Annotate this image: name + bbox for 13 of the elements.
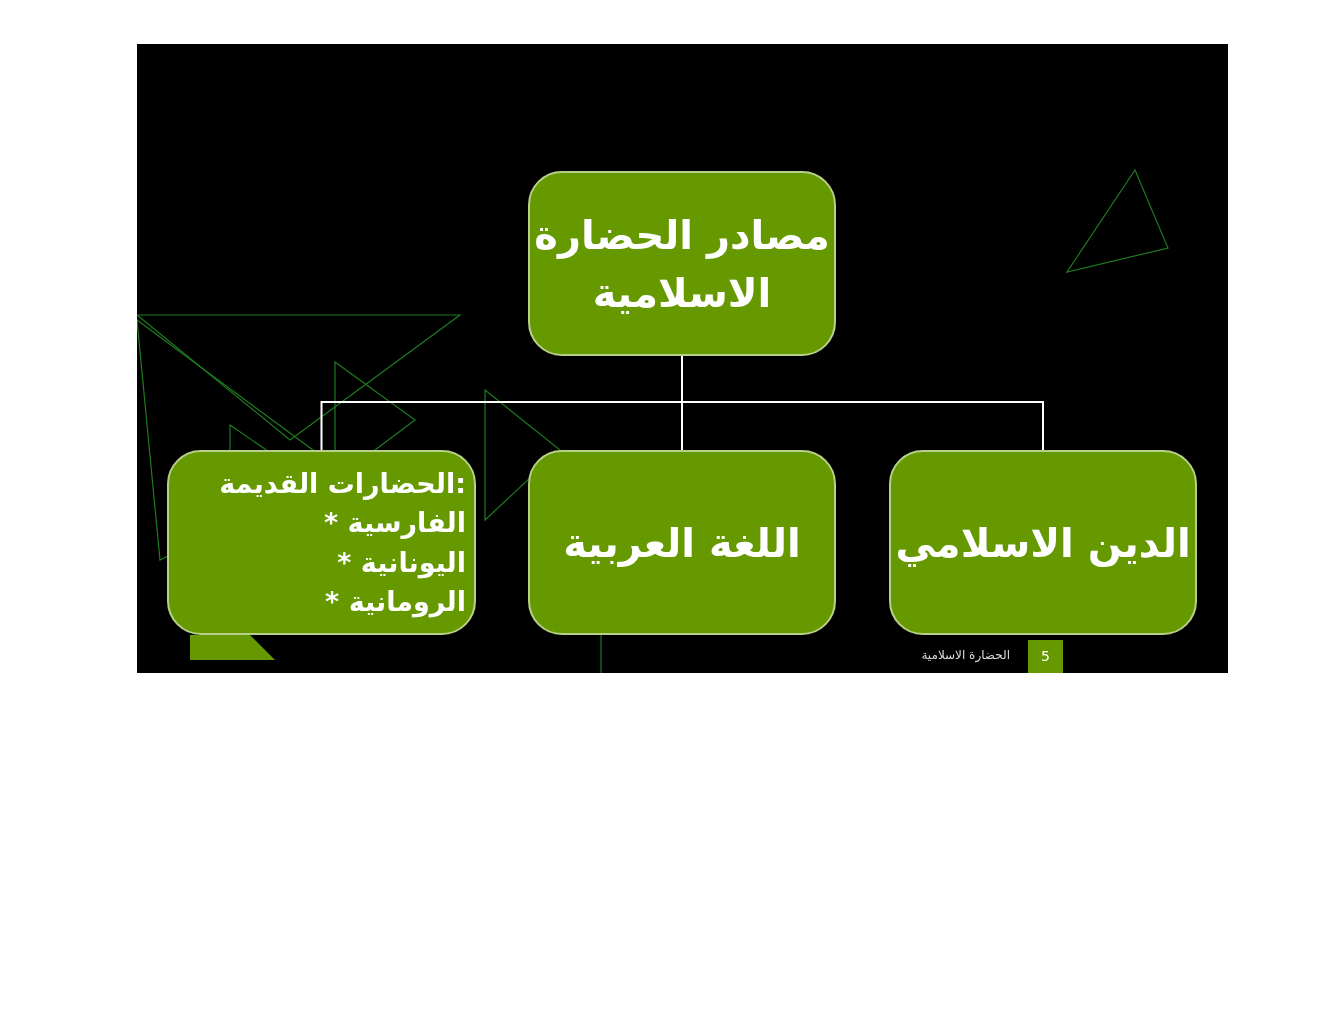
page-number: 5 [1028, 640, 1063, 673]
box-text: مصادر الحضارة الاسلامية [533, 210, 831, 318]
box-text: اللغة العربية [563, 518, 801, 569]
process-box [528, 171, 836, 356]
box-text: :الحضارات القديمة [219, 467, 466, 502]
process-box [167, 450, 476, 635]
box-text: الفارسية * [324, 506, 466, 541]
box-text: الدين الاسلامي [895, 518, 1191, 569]
process-box [889, 450, 1197, 635]
footer-text: الحضارة الاسلامية [920, 648, 1010, 662]
box-text: الرومانية * [325, 584, 466, 620]
box-text: اليونانية * [337, 545, 466, 581]
process-box [528, 450, 836, 635]
